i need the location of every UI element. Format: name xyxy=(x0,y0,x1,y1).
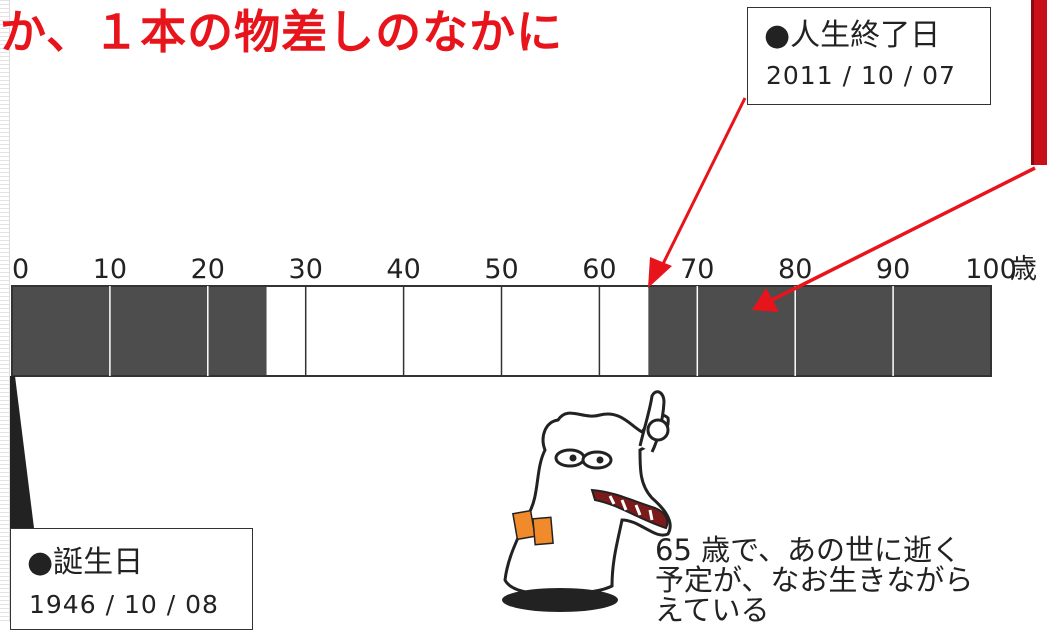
birth-date-value: 1946 / 10 / 08 xyxy=(29,590,219,619)
ruler-tick-label: 70 xyxy=(680,254,714,285)
end-date-note: ●人生終了日 2011 / 10 / 07 xyxy=(747,7,991,105)
red-side-bar xyxy=(1031,0,1047,165)
ruler-ticks-group xyxy=(109,286,894,376)
caption-line: えている xyxy=(655,593,770,627)
mascot-body xyxy=(503,411,672,595)
mascot-tongue-stripes xyxy=(608,495,654,521)
ruler-tick-label: 20 xyxy=(191,254,225,285)
ruler-shaded-group xyxy=(12,286,991,376)
headline: か、１本の物差しのなかに xyxy=(0,5,564,59)
caption-line: 65 歳で、あの世に逝く xyxy=(655,533,961,567)
ruler-tick-label: 60 xyxy=(582,254,616,285)
page-edge-ruler xyxy=(0,0,10,622)
end-date-title: ●人生終了日 xyxy=(764,18,941,53)
ruler-tick-label: 0 xyxy=(12,254,29,285)
mascot-left-pupil xyxy=(569,454,577,462)
caption-line: 予定が、なお生きながら xyxy=(655,563,974,597)
ruler-tick-label: 10 xyxy=(93,254,127,285)
mascot-hand xyxy=(646,418,670,442)
ruler-tick-label: 30 xyxy=(289,254,323,285)
ruler-shaded-segment xyxy=(648,286,991,376)
ruler-shaded-segment xyxy=(12,286,267,376)
birth-date-pointer xyxy=(10,376,34,528)
ruler-unit-label: 歳 xyxy=(1010,254,1037,285)
mascot-right-pupil xyxy=(596,456,604,464)
mascot-left-card xyxy=(512,509,536,541)
ruler-tick-label: 100 xyxy=(965,254,1017,285)
end-date-arrow-head xyxy=(648,257,672,288)
caption: 65 歳で、あの世に逝く 予定が、なお生きながら えている xyxy=(655,535,1047,625)
ruler-tick-label: 80 xyxy=(778,254,812,285)
birth-date-title: ●誕生日 xyxy=(27,545,144,580)
mascot-shadow xyxy=(502,588,618,612)
mascot-right-card xyxy=(532,516,554,546)
end-date-value: 2011 / 10 / 07 xyxy=(766,61,956,90)
end-date-arrow xyxy=(658,97,747,271)
remaining-life-arrow-head xyxy=(752,288,779,312)
remaining-life-arrow xyxy=(771,166,1036,302)
birth-date-note: ●誕生日 1946 / 10 / 08 xyxy=(10,528,253,630)
ruler-tick-label: 90 xyxy=(876,254,910,285)
mascot-character xyxy=(502,390,672,612)
ruler-tick-label: 40 xyxy=(386,254,420,285)
ruler-tick-label: 50 xyxy=(484,254,518,285)
